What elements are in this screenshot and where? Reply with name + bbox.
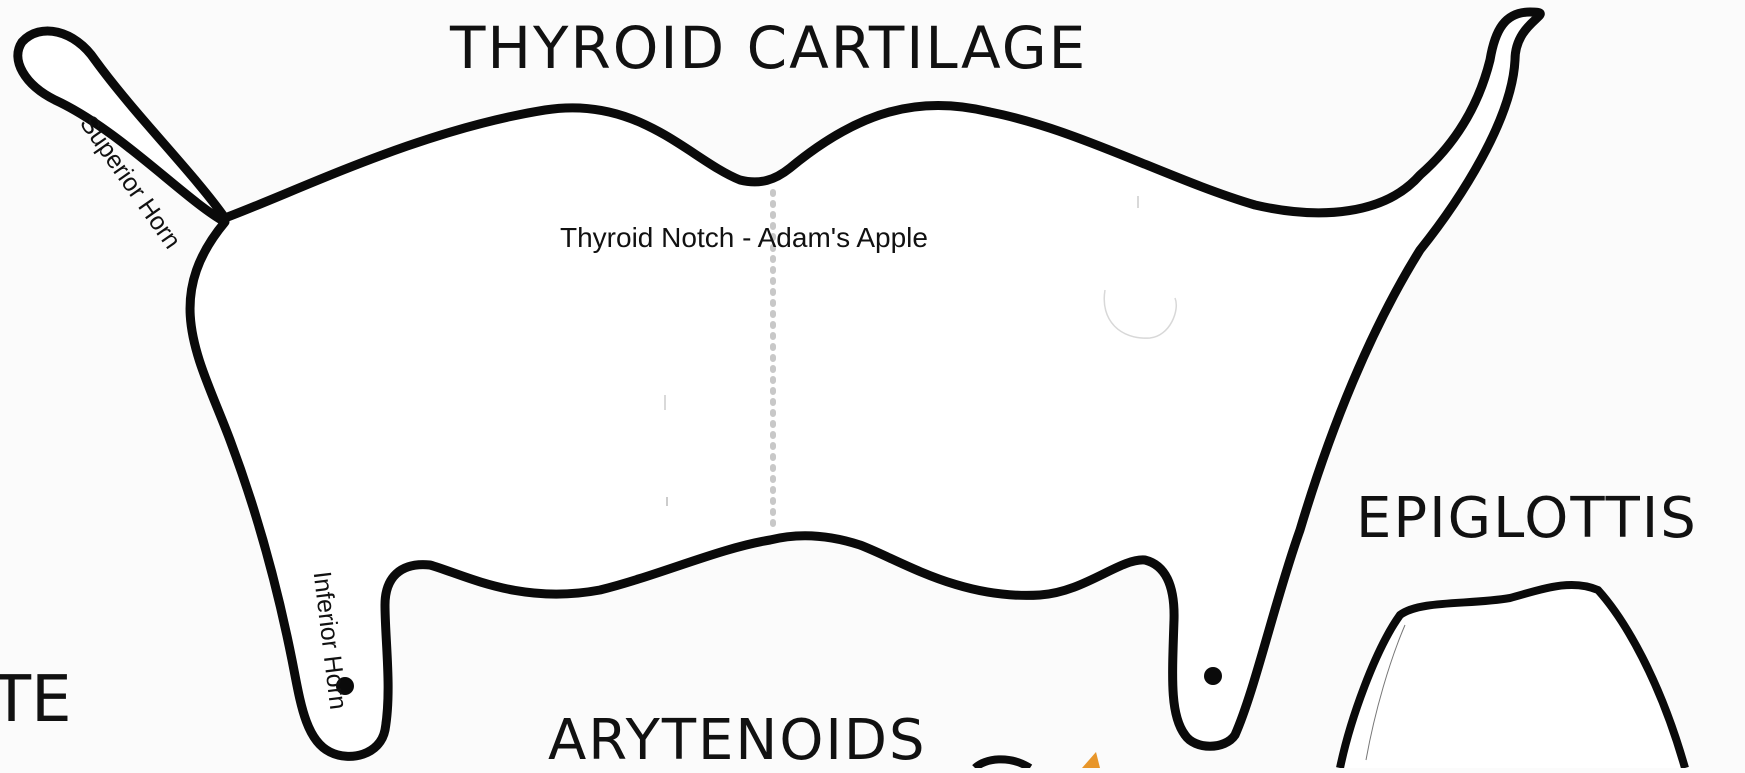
arytenoids-title: ARYTENOIDS [548,708,927,773]
partial-title-left: TE [0,663,72,737]
arytenoid-partial-accent [1082,752,1100,768]
thyroid-cartilage-title: THYROID CARTILAGE [450,14,1087,82]
thyroid-notch-label: Thyroid Notch - Adam's Apple [560,222,928,254]
epiglottis-title: EPIGLOTTIS [1356,486,1698,551]
hole-right [1204,667,1222,685]
epiglottis-outline [1340,585,1685,768]
thyroid-cartilage-outline [18,12,1540,756]
arytenoid-partial-outline [975,759,1030,768]
